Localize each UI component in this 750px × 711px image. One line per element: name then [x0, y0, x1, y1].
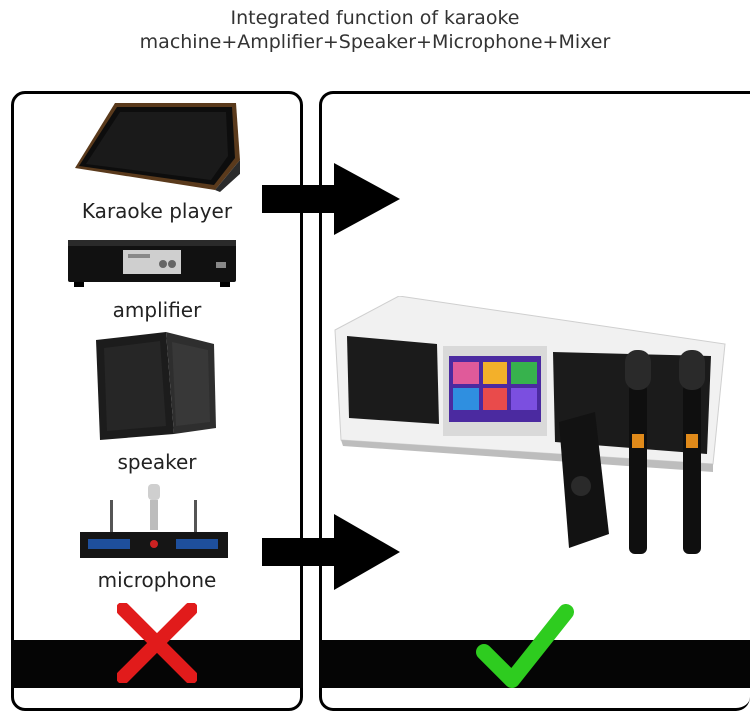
amplifier-icon	[68, 240, 236, 287]
microphone-label: microphone	[97, 568, 217, 592]
karaoke-player-icon	[75, 103, 240, 192]
header-title-line2: machine+Amplifier+Speaker+Microphone+Mix…	[139, 31, 611, 53]
speaker-icon	[96, 332, 216, 440]
arrow-right-icon	[262, 514, 400, 590]
microphone-receiver-icon	[80, 484, 228, 558]
header-title-line1: Integrated function of karaoke	[230, 7, 520, 29]
arrow-right-icon	[262, 163, 400, 235]
karaoke-soundbar-icon	[334, 296, 726, 554]
amplifier-label: amplifier	[112, 298, 202, 322]
cross-icon	[117, 603, 197, 683]
speaker-label: speaker	[117, 450, 197, 474]
check-icon	[476, 604, 574, 688]
karaoke-player-label: Karaoke player	[81, 199, 233, 223]
